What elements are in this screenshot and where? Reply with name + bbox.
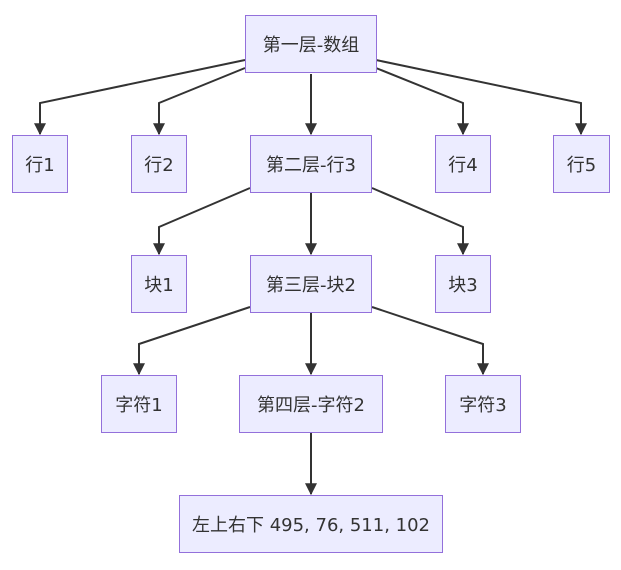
node-row2-label: 行2 <box>144 155 174 176</box>
edge-root-row2 <box>153 67 246 136</box>
node-row2: 行2 <box>131 135 187 193</box>
edge-row3-block1 <box>153 187 251 256</box>
node-char2-label: 第四层-字符2 <box>257 395 365 416</box>
node-block1: 块1 <box>131 255 187 313</box>
node-char1-label: 字符1 <box>115 395 163 416</box>
node-root-label: 第一层-数组 <box>262 35 360 56</box>
node-row1: 行1 <box>12 135 68 193</box>
edge-root-row5 <box>375 59 587 136</box>
node-block3: 块3 <box>435 255 491 313</box>
node-root: 第一层-数组 <box>245 15 377 73</box>
edge-block2-char3 <box>371 306 489 376</box>
node-row3-label: 第二层-行3 <box>266 155 356 176</box>
node-row1-label: 行1 <box>25 155 55 176</box>
node-block2: 第三层-块2 <box>250 255 372 313</box>
node-char3: 字符3 <box>445 375 521 433</box>
edge-block2-char1 <box>133 306 251 376</box>
edge-row3-block3 <box>371 187 469 256</box>
node-block3-label: 块3 <box>448 275 478 296</box>
node-row5: 行5 <box>553 135 610 193</box>
node-row4: 行4 <box>435 135 491 193</box>
node-block1-label: 块1 <box>144 275 174 296</box>
edge-root-row1 <box>34 59 246 136</box>
node-row5-label: 行5 <box>566 155 597 176</box>
edge-root-row4 <box>375 67 469 136</box>
node-char3-label: 字符3 <box>459 395 507 416</box>
node-row4-label: 行4 <box>448 155 478 176</box>
node-bbox-label: 左上右下 495, 76, 511, 102 <box>191 515 431 536</box>
node-block2-label: 第三层-块2 <box>266 275 356 296</box>
node-char2: 第四层-字符2 <box>239 375 383 433</box>
node-char1: 字符1 <box>101 375 177 433</box>
node-row3: 第二层-行3 <box>250 135 372 193</box>
node-bbox: 左上右下 495, 76, 511, 102 <box>179 495 443 553</box>
